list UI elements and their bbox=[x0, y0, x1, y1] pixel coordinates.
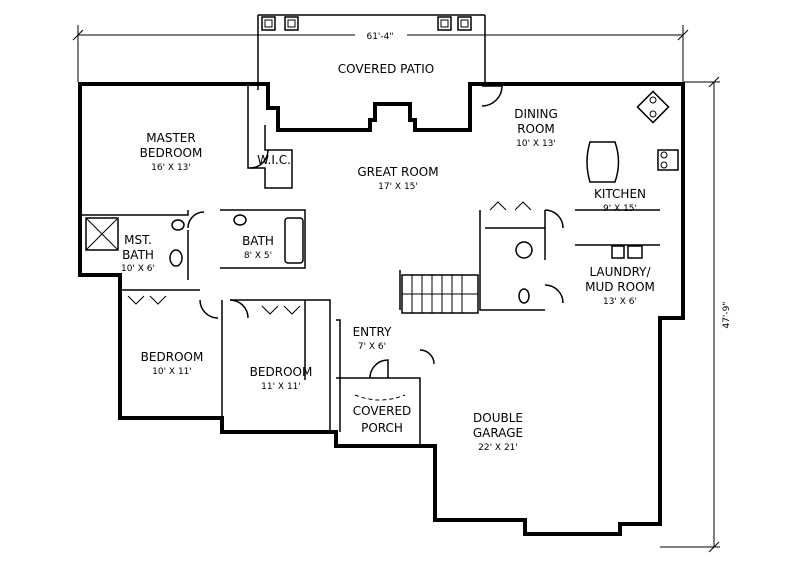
exterior-walls bbox=[78, 82, 685, 536]
covered-patio bbox=[257, 14, 486, 90]
room-label-mst-bath-line1: MST. bbox=[124, 233, 152, 247]
room-label-covered-patio: COVERED PATIO bbox=[338, 62, 434, 76]
room-label-master-bedroom-line2: BEDROOM bbox=[140, 146, 203, 160]
room-label-bath: BATH bbox=[242, 234, 274, 248]
room-size-entry: 7' X 6' bbox=[358, 342, 386, 352]
room-size-master-bedroom: 16' X 13' bbox=[151, 163, 191, 173]
room-size-dining-room: 10' X 13' bbox=[516, 139, 556, 149]
doors bbox=[127, 85, 564, 401]
room-label-mst-bath-line2: BATH bbox=[122, 248, 154, 262]
room-size-mst-bath: 10' X 6' bbox=[121, 264, 155, 274]
room-size-bedroom-1: 10' X 11' bbox=[152, 367, 192, 377]
room-size-garage: 22' X 21' bbox=[478, 443, 518, 453]
room-label-garage-line1: DOUBLE bbox=[473, 411, 523, 425]
room-label-laundry-line1: LAUNDRY/ bbox=[589, 265, 651, 279]
room-label-laundry-line2: MUD ROOM bbox=[585, 280, 655, 294]
room-label-master-bedroom-line1: MASTER bbox=[146, 131, 195, 145]
room-label-bedroom-1: BEDROOM bbox=[141, 350, 204, 364]
room-label-dining-room-line2: ROOM bbox=[517, 122, 555, 136]
width-dimension: 61'-4" bbox=[366, 32, 393, 42]
fixtures bbox=[85, 90, 679, 304]
room-label-bedroom-2: BEDROOM bbox=[250, 365, 313, 379]
room-label-entry: ENTRY bbox=[353, 325, 392, 339]
depth-dimension: 47'-9" bbox=[722, 301, 732, 328]
room-size-kitchen: 9' X 15' bbox=[603, 204, 637, 214]
room-size-great-room: 17' X 15' bbox=[378, 182, 418, 192]
stairs bbox=[401, 274, 479, 314]
room-size-bath: 8' X 5' bbox=[244, 251, 272, 261]
room-label-covered-porch-line1: COVERED bbox=[353, 404, 412, 418]
room-label-dining-room-line1: DINING bbox=[514, 107, 558, 121]
room-size-bedroom-2: 11' X 11' bbox=[261, 382, 301, 392]
room-label-great-room: GREAT ROOM bbox=[357, 165, 438, 179]
room-label-garage-line2: GARAGE bbox=[473, 426, 523, 440]
room-label-covered-porch-line2: PORCH bbox=[361, 421, 403, 435]
room-label-wic: W.I.C. bbox=[257, 153, 291, 167]
interior-walls bbox=[80, 84, 660, 446]
room-size-laundry: 13' X 6' bbox=[603, 297, 637, 307]
room-label-kitchen: KITCHEN bbox=[594, 187, 646, 201]
